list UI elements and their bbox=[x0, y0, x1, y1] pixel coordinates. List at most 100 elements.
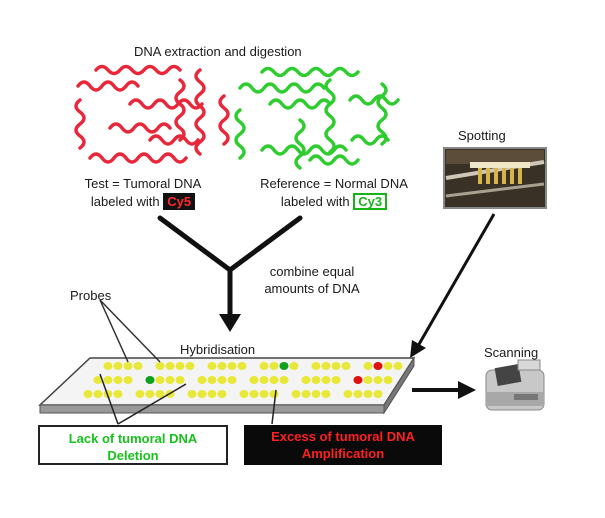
probe-spot bbox=[227, 362, 237, 370]
probe-spot bbox=[311, 390, 321, 398]
test-label: Test = Tumoral DNA labeled with Cy5 bbox=[48, 176, 238, 210]
probe-spot bbox=[83, 390, 93, 398]
reference-label: Reference = Normal DNA labeled with Cy3 bbox=[232, 176, 436, 210]
lack-pointer-lines bbox=[99, 373, 187, 425]
probe-spot bbox=[165, 376, 175, 384]
probe-spot bbox=[291, 390, 301, 398]
test-labeled-with: labeled with bbox=[90, 194, 160, 209]
probe-spot bbox=[311, 362, 321, 370]
probe-spot bbox=[145, 390, 155, 398]
combine-line1: combine equal bbox=[269, 264, 355, 279]
probe-spot bbox=[259, 376, 269, 384]
probe-spot bbox=[123, 376, 133, 384]
probe-spot bbox=[217, 376, 227, 384]
lack-line2: Deletion bbox=[107, 448, 159, 463]
normal-dna-strands bbox=[234, 66, 400, 170]
probe-spot bbox=[165, 362, 175, 370]
probe-spot bbox=[289, 362, 299, 370]
probe-spot bbox=[259, 362, 269, 370]
probe-spot bbox=[155, 390, 165, 398]
microarray-slide bbox=[38, 356, 416, 415]
probe-spot bbox=[311, 376, 321, 384]
probe-spot bbox=[393, 362, 403, 370]
reference-line1: Reference = Normal DNA bbox=[260, 176, 408, 191]
probe-spot bbox=[373, 376, 383, 384]
combine-line2: amounts of DNA bbox=[264, 281, 360, 296]
probe-spot bbox=[259, 390, 269, 398]
probe-spot bbox=[227, 376, 237, 384]
deleted-spot bbox=[279, 362, 289, 370]
probe-spot bbox=[343, 390, 353, 398]
probe-spot bbox=[197, 390, 207, 398]
probe-spot bbox=[207, 376, 217, 384]
lack-of-tumoral-dna-box: Lack of tumoral DNA Deletion bbox=[38, 425, 228, 465]
scanning-label: Scanning bbox=[484, 345, 539, 360]
probe-spot bbox=[363, 362, 373, 370]
reference-labeled-with: labeled with bbox=[280, 194, 350, 209]
excess-line2: Amplification bbox=[301, 446, 385, 461]
probe-spot bbox=[363, 376, 373, 384]
probe-spot bbox=[249, 390, 259, 398]
probe-spot bbox=[321, 362, 331, 370]
probe-spot bbox=[93, 376, 103, 384]
probe-spot bbox=[249, 376, 259, 384]
probe-spot bbox=[113, 390, 123, 398]
probe-spot bbox=[321, 390, 331, 398]
probe-spot bbox=[175, 376, 185, 384]
probes-pointer-lines bbox=[99, 299, 161, 363]
probe-spot bbox=[197, 376, 207, 384]
probe-spot bbox=[269, 362, 279, 370]
probe-spot bbox=[113, 362, 123, 370]
probe-spot bbox=[269, 376, 279, 384]
cy3-badge: Cy3 bbox=[353, 193, 388, 210]
tumoral-dna-strands bbox=[74, 64, 230, 164]
probe-spot bbox=[301, 376, 311, 384]
reference-line2: labeled with Cy3 bbox=[232, 193, 436, 210]
spotting-arrow-head bbox=[410, 340, 426, 358]
excess-pointer-line bbox=[271, 389, 277, 425]
combine-arrow-head bbox=[219, 314, 241, 332]
probe-spot bbox=[175, 362, 185, 370]
cy5-badge: Cy5 bbox=[163, 193, 196, 210]
probes-label: Probes bbox=[70, 288, 112, 303]
probe-spot bbox=[93, 390, 103, 398]
probe-spots bbox=[83, 362, 403, 398]
excess-of-tumoral-dna-box: Excess of tumoral DNA Amplification bbox=[244, 425, 442, 465]
spotting-arrow bbox=[416, 213, 496, 347]
probe-spot bbox=[239, 390, 249, 398]
test-line2: labeled with Cy5 bbox=[48, 193, 238, 210]
hybridisation-label: Hybridisation bbox=[180, 342, 256, 357]
probe-spot bbox=[331, 362, 341, 370]
combine-arrow bbox=[157, 215, 303, 321]
probe-spot bbox=[133, 362, 143, 370]
scanning-arrow-head bbox=[458, 381, 476, 399]
probe-spot bbox=[301, 390, 311, 398]
probe-spot bbox=[237, 362, 247, 370]
probe-spot bbox=[373, 390, 383, 398]
probe-spot bbox=[123, 362, 133, 370]
probe-spot bbox=[155, 376, 165, 384]
lack-line1: Lack of tumoral DNA bbox=[68, 431, 198, 446]
probe-spot bbox=[383, 362, 393, 370]
probe-spot bbox=[113, 376, 123, 384]
probe-spot bbox=[185, 362, 195, 370]
extraction-title: DNA extraction and digestion bbox=[134, 44, 302, 59]
probe-spot bbox=[321, 376, 331, 384]
probe-spot bbox=[155, 362, 165, 370]
probe-spot bbox=[103, 362, 113, 370]
probe-spot bbox=[217, 362, 227, 370]
probe-spot bbox=[341, 362, 351, 370]
scanner-device bbox=[485, 359, 545, 411]
spotting-label: Spotting bbox=[458, 128, 506, 143]
probe-spot bbox=[363, 390, 373, 398]
probe-spot bbox=[383, 376, 393, 384]
probe-spot bbox=[331, 376, 341, 384]
combine-label: combine equal amounts of DNA bbox=[252, 264, 372, 296]
excess-line1: Excess of tumoral DNA bbox=[271, 429, 415, 444]
amplified-spot bbox=[353, 376, 363, 384]
test-line1: Test = Tumoral DNA bbox=[84, 176, 202, 191]
probe-spot bbox=[135, 390, 145, 398]
spotting-robot-image bbox=[443, 147, 547, 209]
probe-spot bbox=[103, 376, 113, 384]
